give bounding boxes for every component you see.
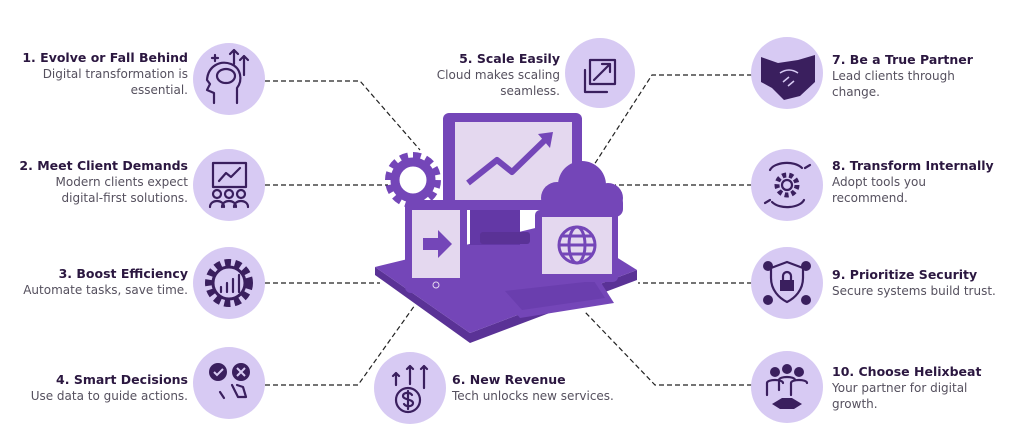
item-description: Use data to guide actions. <box>30 389 188 403</box>
item-description: Automate tasks, save time. <box>23 283 188 297</box>
item-title: 9. Prioritize Security <box>832 267 978 282</box>
item-title: 10. Choose Helixbeat <box>832 364 982 379</box>
item-3-text: 3. Boost Efficiency Automate tasks, save… <box>0 266 188 298</box>
item-9-badge <box>751 247 823 319</box>
item-4-badge <box>193 347 265 419</box>
item-title: 7. Be a True Partner <box>832 52 973 67</box>
item-description: Lead clients through change. <box>832 69 955 99</box>
item-title: 4. Smart Decisions <box>56 372 188 387</box>
gear-chart-icon <box>205 259 253 307</box>
handshake-icon <box>761 55 815 100</box>
item-5-badge <box>565 38 635 108</box>
item-8-badge <box>751 149 823 221</box>
item-title: 5. Scale Easily <box>459 51 560 66</box>
dollar-growth-icon <box>391 364 429 414</box>
central-illustration <box>375 113 637 343</box>
item-6-badge <box>374 352 446 424</box>
item-2-badge <box>193 149 265 221</box>
item-7-badge <box>751 37 823 109</box>
item-description: Your partner for digital growth. <box>832 381 968 411</box>
brain-growth-icon <box>205 48 250 105</box>
item-title: 8. Transform Internally <box>832 158 994 173</box>
item-description: Adopt tools you recommend. <box>832 175 926 205</box>
item-1-badge <box>193 43 265 115</box>
item-2-text: 2. Meet Client Demands Modern clients ex… <box>0 158 188 206</box>
item-9-text: 9. Prioritize Security Secure systems bu… <box>832 267 1022 299</box>
item-description: Cloud makes scaling seamless. <box>436 68 560 98</box>
item-3-badge <box>193 247 265 319</box>
item-7-text: 7. Be a True Partner Lead clients throug… <box>832 52 982 100</box>
team-handshake-icon <box>765 364 809 409</box>
item-description: Digital transformation is essential. <box>42 67 188 97</box>
connector-lines <box>265 74 752 386</box>
item-title: 6. New Revenue <box>452 372 566 387</box>
gear-icon <box>385 152 441 208</box>
hands-gear-icon <box>763 161 812 209</box>
item-6-text: 6. New Revenue Tech unlocks new services… <box>452 372 652 404</box>
item-4-text: 4. Smart Decisions Use data to guide act… <box>0 372 188 404</box>
item-5-text: 5. Scale Easily Cloud makes scaling seam… <box>360 51 560 99</box>
item-10-text: 10. Choose Helixbeat Your partner for di… <box>832 364 992 412</box>
presentation-audience-icon <box>208 161 250 209</box>
item-title: 2. Meet Client Demands <box>19 158 188 173</box>
item-description: Secure systems build trust. <box>832 284 996 298</box>
item-8-text: 8. Transform Internally Adopt tools you … <box>832 158 994 206</box>
decision-check-cross-icon <box>209 363 250 400</box>
tablet <box>405 200 467 293</box>
scale-arrow-icon <box>583 58 617 94</box>
monitor <box>443 113 582 245</box>
item-title: 3. Boost Efficiency <box>58 266 188 281</box>
item-description: Tech unlocks new services. <box>452 389 614 403</box>
laptop <box>497 210 618 318</box>
item-title: 1. Evolve or Fall Behind <box>22 50 188 65</box>
lock-shield-icon <box>763 260 811 305</box>
item-10-badge <box>751 351 823 423</box>
item-1-text: 1. Evolve or Fall Behind Digital transfo… <box>0 50 188 98</box>
item-description: Modern clients expect digital-first solu… <box>55 175 188 205</box>
